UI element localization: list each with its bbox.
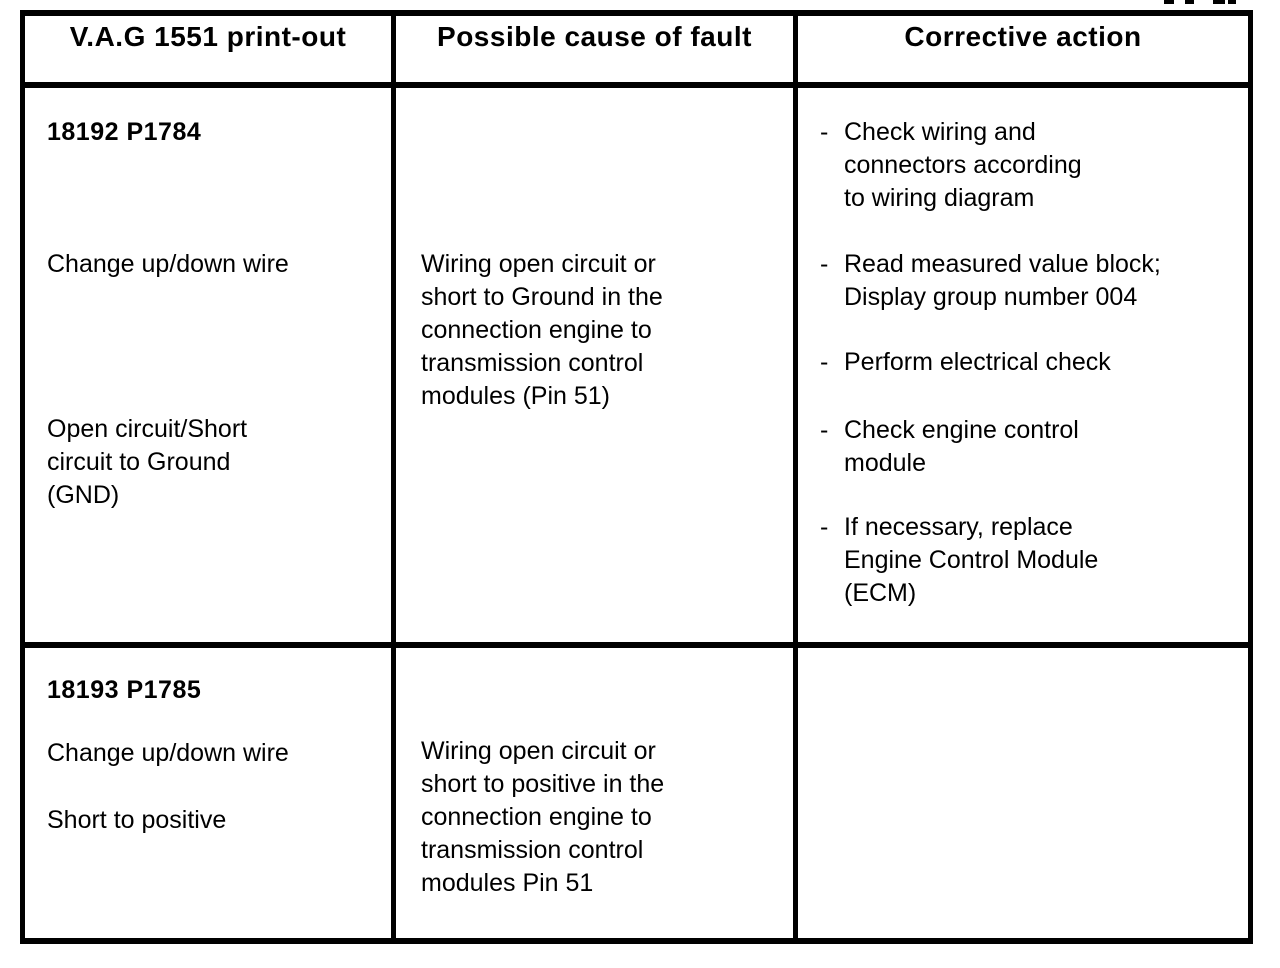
printout-text: Change up/down wire — [47, 739, 289, 767]
action-line: Perform electrical check — [844, 348, 1111, 376]
bullet-dash: - — [820, 416, 829, 444]
header-cause: Possible cause of fault — [396, 16, 798, 88]
printout-line: Open circuit/Short — [47, 415, 248, 443]
printout-line: (GND) — [47, 481, 120, 509]
action-text: If necessary, replace Engine Control Mod… — [844, 511, 1098, 610]
action-item: - Check engine control module — [820, 414, 1079, 480]
cause-line: short to positive in the — [421, 770, 665, 798]
header-cause-label: Possible cause of fault — [437, 21, 752, 52]
action-item: - If necessary, replace Engine Control M… — [820, 511, 1098, 610]
fault-code: 18192 P1784 — [47, 118, 202, 146]
row2-action-cell — [798, 648, 1248, 938]
cause-line: short to Ground in the — [421, 283, 663, 311]
bullet-dash: - — [820, 513, 829, 541]
cause-line: connection engine to — [421, 803, 652, 831]
action-line: Check wiring and — [844, 118, 1036, 146]
cause-line: modules (Pin 51) — [421, 382, 610, 410]
edge-mark — [1164, 0, 1174, 4]
cause-line: modules Pin 51 — [421, 869, 594, 897]
header-action: Corrective action — [798, 16, 1248, 88]
header-printout: V.A.G 1551 print-out — [25, 16, 396, 88]
action-line: Check engine control — [844, 416, 1079, 444]
bullet-dash: - — [820, 250, 829, 278]
action-text: Perform electrical check — [844, 346, 1111, 379]
action-item: - Check wiring and connectors according … — [820, 116, 1082, 215]
action-line: Engine Control Module — [844, 546, 1099, 574]
printout-text: Short to positive — [47, 806, 227, 834]
row1-cause-cell: Wiring open circuit or short to Ground i… — [396, 88, 798, 648]
action-line: If necessary, replace — [844, 513, 1073, 541]
action-item: - Read measured value block; Display gro… — [820, 248, 1161, 314]
printout-line: circuit to Ground — [47, 448, 231, 476]
action-text: Check engine control module — [844, 414, 1079, 480]
row2-cause-cell: Wiring open circuit or short to positive… — [396, 648, 798, 938]
action-text: Check wiring and connectors according to… — [844, 116, 1082, 215]
edge-mark — [1185, 0, 1194, 4]
action-line: Read measured value block; — [844, 250, 1161, 278]
fault-code: 18193 P1785 — [47, 676, 202, 704]
bullet-dash: - — [820, 348, 829, 376]
action-line: module — [844, 449, 926, 477]
cause-line: transmission control — [421, 836, 644, 864]
header-action-label: Corrective action — [904, 21, 1142, 52]
action-text: Read measured value block; Display group… — [844, 248, 1161, 314]
action-line: Display group number 004 — [844, 283, 1138, 311]
header-printout-label: V.A.G 1551 print-out — [69, 21, 347, 52]
cause-line: Wiring open circuit or — [421, 250, 656, 278]
edge-mark — [1213, 0, 1225, 4]
action-item: - Perform electrical check — [820, 346, 1111, 379]
action-line: connectors according — [844, 151, 1082, 179]
printout-text: Open circuit/Short circuit to Ground (GN… — [47, 413, 247, 512]
printout-text: Change up/down wire — [47, 250, 289, 278]
action-line: to wiring diagram — [844, 184, 1035, 212]
cause-text: Wiring open circuit or short to positive… — [421, 735, 664, 900]
row2-printout-cell: 18193 P1785 Change up/down wire Short to… — [25, 648, 396, 938]
bullet-dash: - — [820, 118, 829, 146]
row1-printout-cell: 18192 P1784 Change up/down wire Open cir… — [25, 88, 396, 648]
fault-code-table: V.A.G 1551 print-out Possible cause of f… — [20, 10, 1253, 944]
row1-action-cell: - Check wiring and connectors according … — [798, 88, 1248, 648]
cause-line: connection engine to — [421, 316, 652, 344]
edge-mark — [1228, 0, 1236, 4]
action-line: (ECM) — [844, 579, 917, 607]
cause-line: Wiring open circuit or — [421, 737, 656, 765]
cause-line: transmission control — [421, 349, 644, 377]
cause-text: Wiring open circuit or short to Ground i… — [421, 248, 663, 413]
